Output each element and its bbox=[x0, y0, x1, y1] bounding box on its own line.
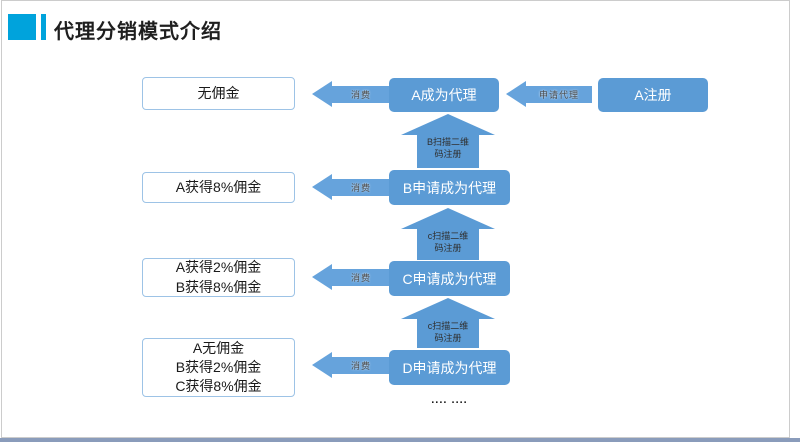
consume-arrow-row1: 消费 bbox=[312, 81, 390, 107]
result-box-row2: A获得8%佣金 bbox=[142, 172, 295, 203]
agent-box-row2: B申请成为代理 bbox=[389, 170, 510, 205]
consume-arrow-row2: 消费 bbox=[312, 174, 390, 200]
agent-box-row1: A成为代理 bbox=[389, 78, 499, 112]
consume-arrow-label: 消费 bbox=[350, 89, 371, 100]
up-arrow-head-icon bbox=[401, 298, 495, 319]
up-arrow-c-register: c扫描二维 码注册 bbox=[401, 208, 495, 260]
continuation-dots: .... .... bbox=[431, 394, 468, 406]
up-arrow-label: c扫描二维 码注册 bbox=[417, 319, 479, 348]
left-arrow-head-icon bbox=[312, 81, 332, 107]
up-arrow-head-icon bbox=[401, 208, 495, 229]
consume-arrow-label: 消费 bbox=[350, 272, 371, 283]
agent-box-row4: D申请成为代理 bbox=[389, 350, 510, 385]
result-box-row4: A无佣金 B获得2%佣金 C获得8%佣金 bbox=[142, 338, 295, 397]
register-box: A注册 bbox=[598, 78, 708, 112]
up-arrow-head-icon bbox=[401, 114, 495, 135]
footer-bar bbox=[0, 438, 800, 442]
consume-arrow-row4: 消费 bbox=[312, 352, 390, 378]
left-arrow-head-icon bbox=[312, 264, 332, 290]
up-arrow-label: B扫描二维 码注册 bbox=[417, 135, 479, 168]
left-arrow-head-icon bbox=[312, 174, 332, 200]
title-accent-bar bbox=[41, 14, 46, 40]
left-arrow-head-icon bbox=[312, 352, 332, 378]
consume-arrow-label: 消费 bbox=[350, 360, 371, 371]
agent-box-row3: C申请成为代理 bbox=[389, 261, 510, 296]
page-title: 代理分销模式介绍 bbox=[54, 21, 222, 43]
apply-agent-arrow-label: 申请代理 bbox=[538, 89, 579, 100]
result-box-row1: 无佣金 bbox=[142, 77, 295, 110]
title-accent-square bbox=[8, 14, 36, 40]
apply-agent-arrow: 申请代理 bbox=[506, 81, 592, 107]
left-arrow-head-icon bbox=[506, 81, 526, 107]
result-box-row3: A获得2%佣金 B获得8%佣金 bbox=[142, 258, 295, 297]
up-arrow-d-register: c扫描二维 码注册 bbox=[401, 298, 495, 348]
consume-arrow-label: 消费 bbox=[350, 182, 371, 193]
consume-arrow-row3: 消费 bbox=[312, 264, 390, 290]
up-arrow-label: c扫描二维 码注册 bbox=[417, 229, 479, 260]
up-arrow-b-register: B扫描二维 码注册 bbox=[401, 114, 495, 168]
